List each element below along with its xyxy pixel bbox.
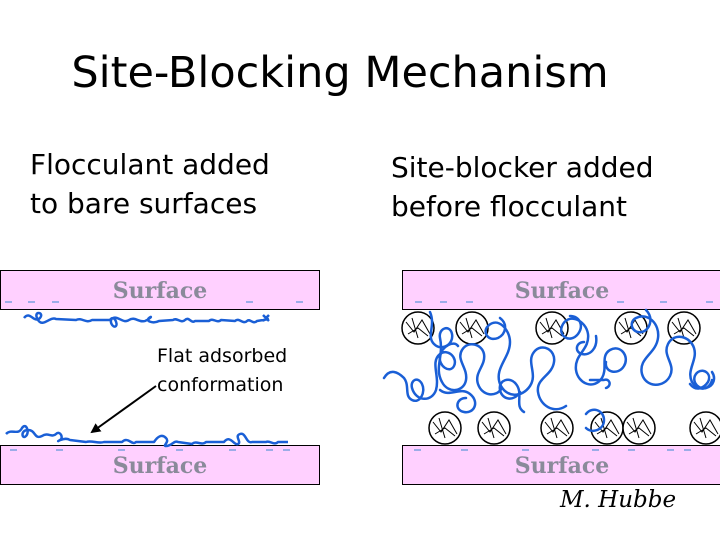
surface-label: Surface <box>112 453 208 479</box>
slide-title: Site-Blocking Mechanism <box>71 48 609 98</box>
left-heading-line-1: Flocculant added <box>30 148 270 181</box>
flat-adsorbed-annotation: Flat adsorbed conformation <box>157 342 287 400</box>
surface-label: Surface <box>514 278 610 304</box>
right-heading-line-1: Site-blocker added <box>391 151 654 184</box>
annotation-line-2: conformation <box>157 374 284 396</box>
author-credit: M. Hubbe <box>560 487 677 513</box>
annotation-line-1: Flat adsorbed <box>157 345 288 367</box>
extended-polymer-loops <box>382 308 716 432</box>
left-top-surface: Surface <box>0 270 320 310</box>
surface-label: Surface <box>514 453 610 479</box>
left-bottom-surface: Surface <box>0 445 320 485</box>
surface-label: Surface <box>112 278 208 304</box>
flat-polymer-top <box>23 311 270 328</box>
annotation-arrow <box>90 385 157 434</box>
surface-charge-marks <box>5 301 713 451</box>
right-top-surface: Surface <box>402 270 720 310</box>
flat-polymer-bottom <box>5 424 288 448</box>
right-bottom-surface: Surface <box>402 445 720 485</box>
right-heading-line-2: before flocculant <box>391 190 627 223</box>
right-panel-heading: Site-blocker added before flocculant <box>391 148 654 226</box>
site-blocker-texture <box>405 317 719 439</box>
left-panel-heading: Flocculant added to bare surfaces <box>30 145 270 223</box>
left-heading-line-2: to bare surfaces <box>30 187 258 220</box>
